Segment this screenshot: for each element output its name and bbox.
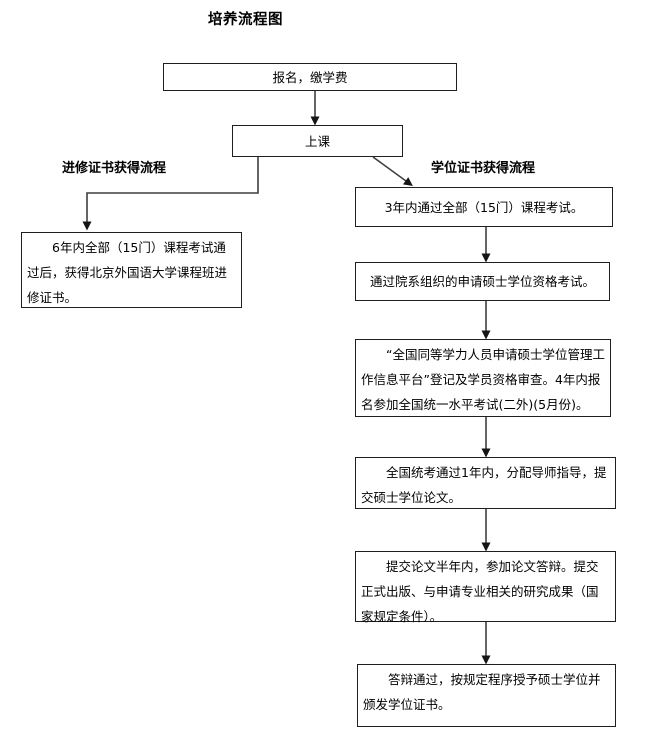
- flow-node-attend-class: 上课: [232, 125, 403, 157]
- flow-node-enroll: 报名，缴学费: [163, 63, 457, 91]
- degree-branch-label: 学位证书获得流程: [431, 161, 536, 176]
- flow-node-certificate: 6年内全部（15门）课程考试通过后，获得北京外国语大学课程班进修证书。: [21, 232, 242, 308]
- page-title: 培养流程图: [208, 12, 283, 28]
- flow-node-degree-step-4: 全国统考通过1年内，分配导师指导，提交硕士学位论文。: [355, 457, 616, 509]
- flow-node-degree-step-3: “全国同等学力人员申请硕士学位管理工作信息平台”登记及学员资格审查。4年内报名参…: [355, 339, 611, 417]
- flow-node-degree-step-5: 提交论文半年内，参加论文答辩。提交正式出版、与申请专业相关的研究成果（国家规定条…: [355, 551, 616, 624]
- flow-node-degree-step-2: 通过院系组织的申请硕士学位资格考试。: [355, 262, 610, 301]
- flow-node-degree-step-6: 答辩通过，按规定程序授予硕士学位并颁发学位证书。: [357, 664, 616, 727]
- flow-node-degree-step-1: 3年内通过全部（15门）课程考试。: [355, 187, 613, 227]
- connector-attend-to-degree-diagonal: [372, 156, 413, 186]
- cert-branch-label: 进修证书获得流程: [62, 161, 167, 176]
